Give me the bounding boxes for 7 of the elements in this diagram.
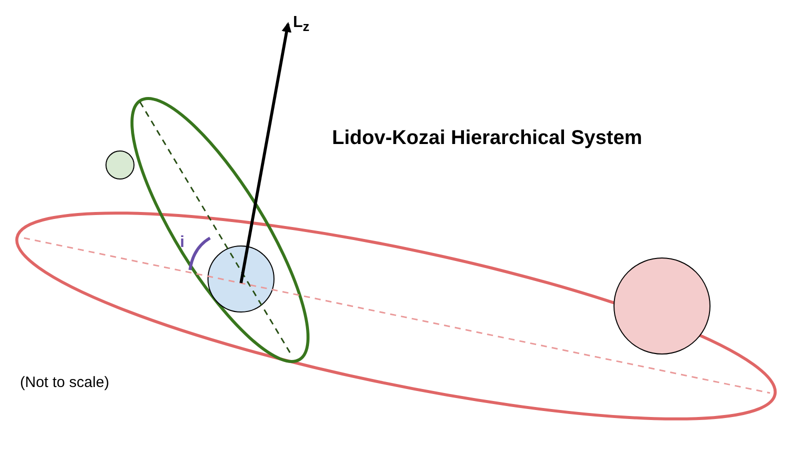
- scale-note: (Not to scale): [20, 374, 110, 391]
- vector-label: L$_{z}$: [293, 14, 310, 34]
- central-star-circle: [208, 246, 274, 312]
- diagram-title: Lidov-Kozai Hierarchical System: [332, 127, 642, 150]
- companion-star-circle: [614, 258, 710, 354]
- angle-label: i: [180, 234, 184, 252]
- planet-circle: [106, 150, 134, 180]
